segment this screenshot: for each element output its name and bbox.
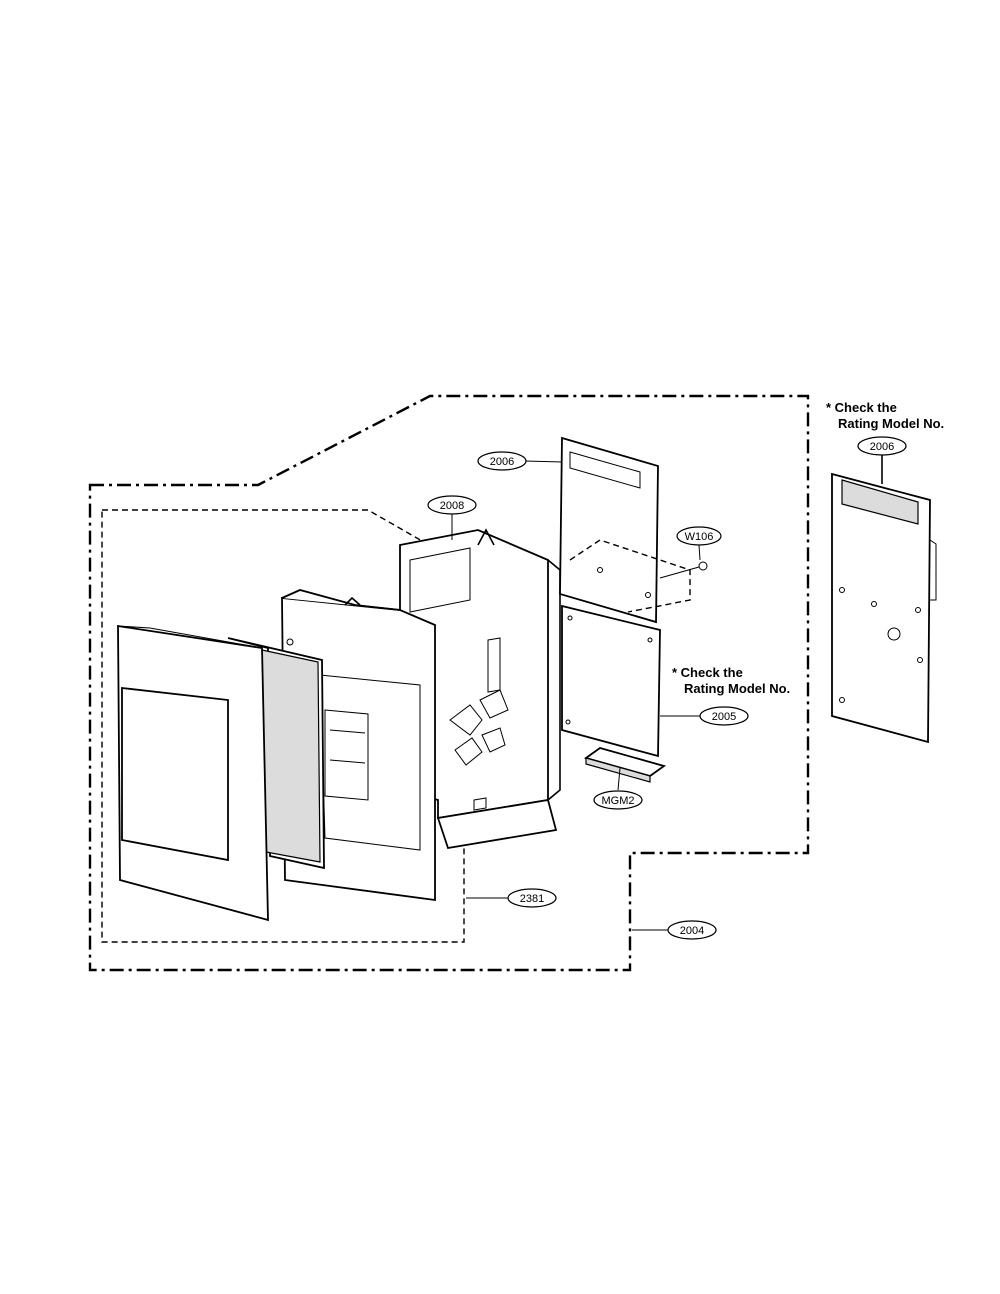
callout-w106: W106 (676, 526, 722, 546)
svg-text:2006: 2006 (490, 456, 514, 468)
svg-text:2006: 2006 (870, 441, 894, 453)
pcb-2005 (561, 604, 661, 758)
svg-text:* Check the: * Check the (826, 400, 897, 415)
svg-text:2005: 2005 (712, 711, 736, 723)
callout-2008: 2008 (427, 495, 477, 515)
note-right: * Check the Rating Model No. (826, 400, 944, 431)
assembly-boundary-2004 (88, 394, 810, 972)
screw-w106 (659, 561, 708, 579)
svg-text:MGM2: MGM2 (602, 795, 635, 807)
module-mgm2 (583, 747, 667, 783)
svg-text:2381: 2381 (520, 893, 544, 905)
callout-mgm2: MGM2 (593, 790, 643, 810)
svg-text:2008: 2008 (440, 500, 464, 512)
leader-lines (451, 455, 883, 931)
svg-text:2004: 2004 (680, 925, 704, 937)
svg-text:Rating Model No.: Rating Model No. (684, 681, 790, 696)
svg-text:W106: W106 (685, 531, 714, 543)
svg-text:Rating Model No.: Rating Model No. (838, 416, 944, 431)
callout-2004: 2004 (667, 920, 717, 940)
control-frame (399, 528, 561, 850)
pcb-2006-alternate (831, 472, 937, 744)
front-frame (117, 624, 269, 922)
pcb-2006 (559, 436, 691, 624)
callout-2005: 2005 (699, 706, 749, 726)
note-middle: * Check the Rating Model No. (672, 665, 790, 696)
callout-2006-top: 2006 (477, 451, 527, 471)
callout-2381: 2381 (507, 888, 557, 908)
control-overlay (227, 637, 325, 870)
callout-2006-right: 2006 (857, 436, 907, 456)
svg-text:* Check the: * Check the (672, 665, 743, 680)
